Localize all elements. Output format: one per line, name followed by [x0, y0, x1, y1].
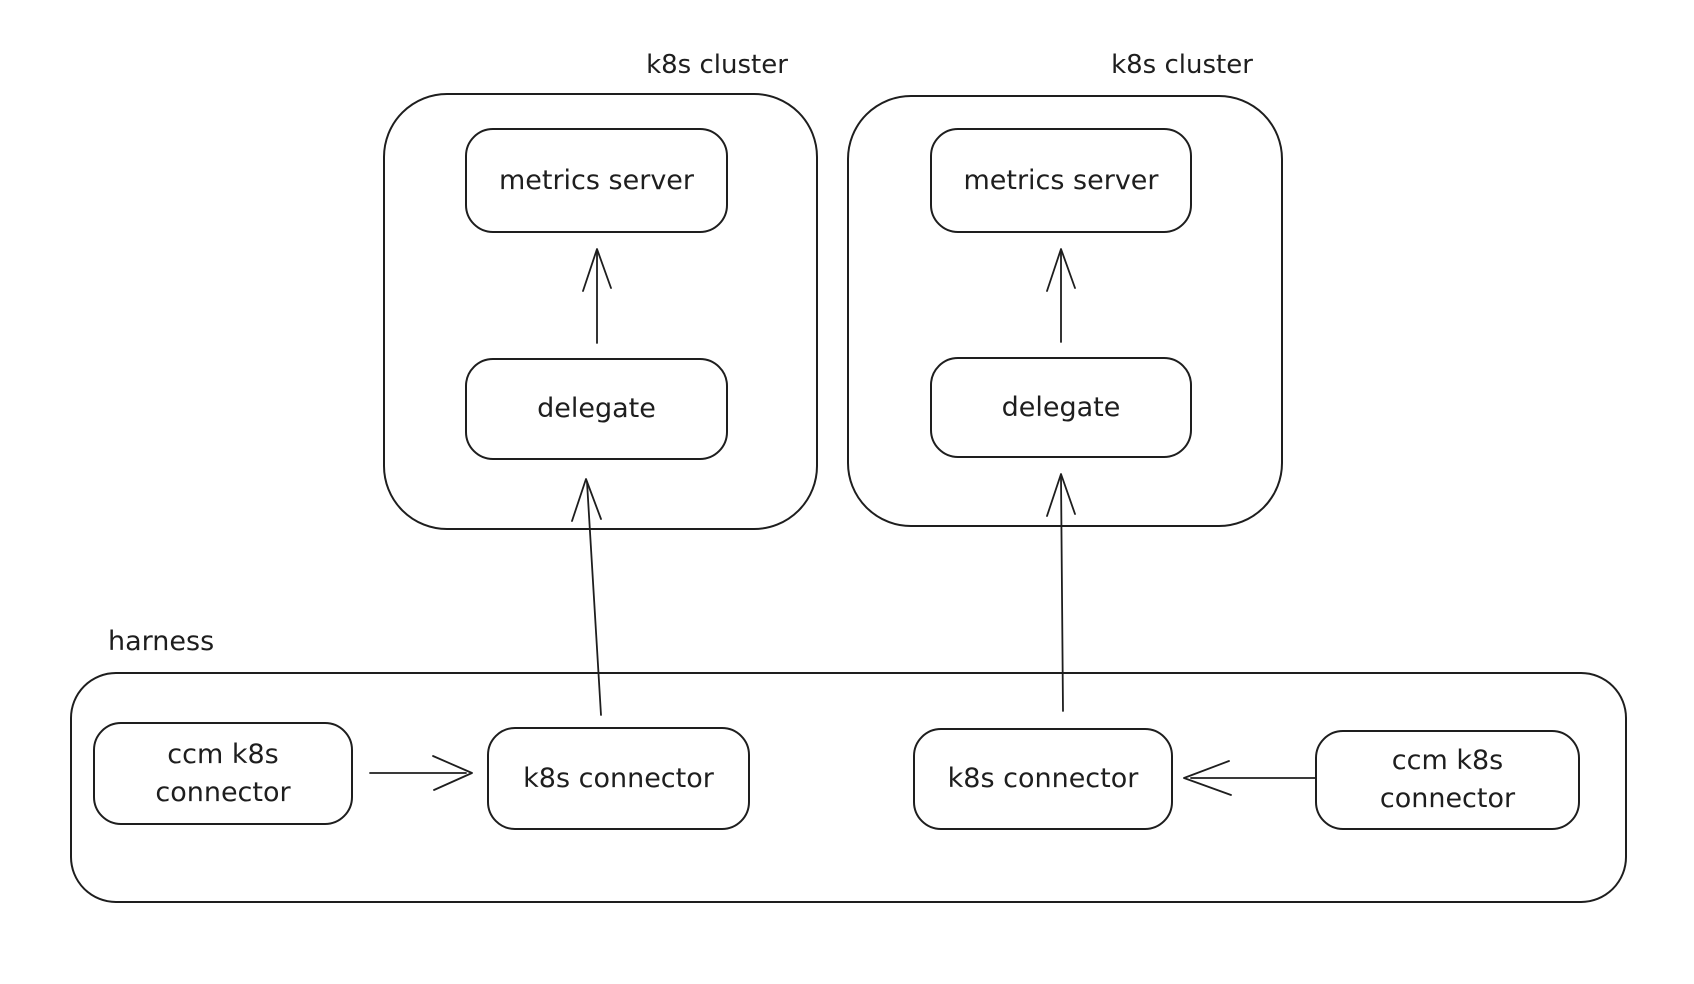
metrics-server-node-right: metrics server [930, 128, 1192, 233]
cluster-label-right: k8s cluster [1111, 50, 1253, 80]
metrics-server-node-left: metrics server [465, 128, 728, 233]
ccm-k8s-connector-node-right: ccm k8s connector [1315, 730, 1580, 830]
harness-box [70, 672, 1627, 903]
k8s-connector-node-right: k8s connector [913, 728, 1173, 830]
ccm-k8s-connector-node-left: ccm k8s connector [93, 722, 353, 825]
k8s-cluster-box-right [847, 95, 1283, 527]
harness-label: harness [108, 626, 215, 657]
delegate-node-right: delegate [930, 357, 1192, 458]
delegate-node-left: delegate [465, 358, 728, 460]
k8s-connector-node-left: k8s connector [487, 727, 750, 830]
cluster-label-left: k8s cluster [646, 50, 788, 80]
